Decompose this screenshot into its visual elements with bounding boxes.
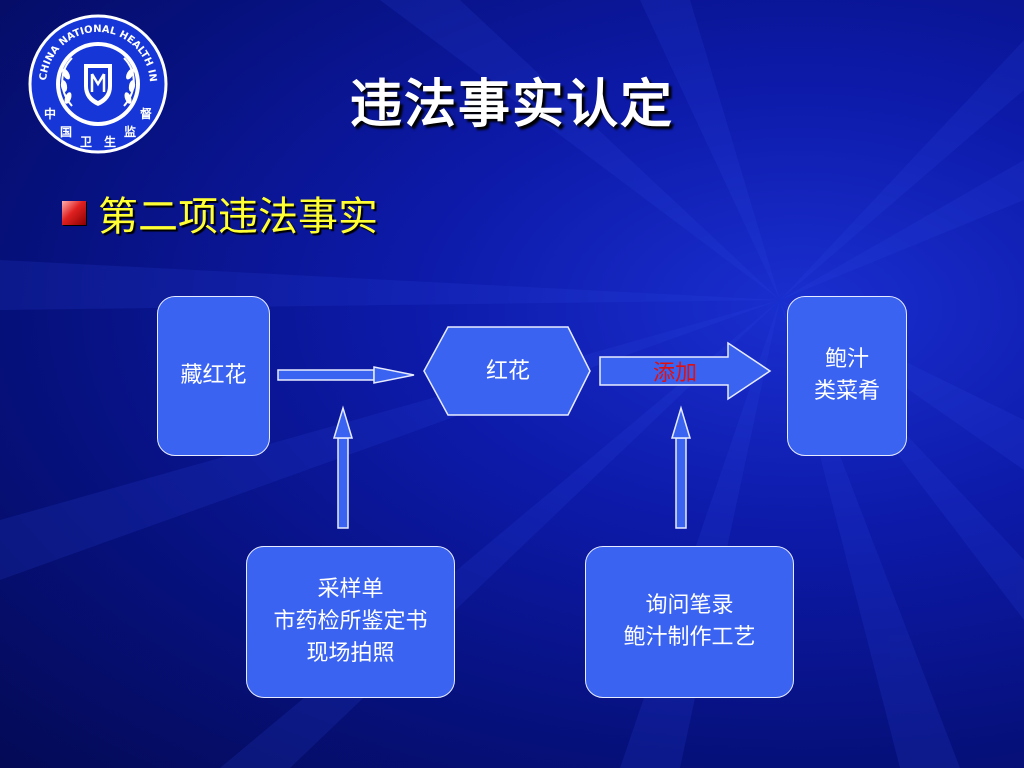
node-safflower-text: 红花 [485,359,530,384]
bullet-square-icon [62,201,86,225]
evidence-right-line: 询问笔录 [645,593,734,618]
bullet-item: 第二项违法事实 [62,188,378,240]
logo-char: 监 [124,124,136,139]
logo-char: 卫 [80,135,92,149]
bullet-text: 第二项违法事实 [98,194,378,240]
node-safflower-label: 红花 [440,340,576,404]
slide-title: 违法事实认定 [349,74,674,135]
evidence-left-line: 现场拍照 [306,641,395,666]
node-evidence-right: 询问笔录 鲍汁制作工艺 [585,546,794,698]
logo-char: 中 [44,106,56,121]
logo-char: 生 [104,134,116,149]
node-product-line: 鲍汁 [824,347,869,372]
node-saffron-text: 藏红花 [180,363,247,388]
node-product-line: 类菜肴 [813,379,880,404]
health-inspection-logo: CHINA NATIONAL HEALTH INSPECTION 中 国 卫 生… [28,14,168,154]
evidence-left-line: 市药检所鉴定书 [273,609,428,634]
evidence-left-line: 采样单 [317,577,384,602]
node-product: 鲍汁 类菜肴 [787,296,907,456]
node-saffron: 藏红花 [157,296,270,456]
node-evidence-left: 采样单 市药检所鉴定书 现场拍照 [246,546,455,698]
logo-char: 督 [140,106,152,121]
logo-char: 国 [60,125,72,139]
evidence-right-line: 鲍汁制作工艺 [623,625,756,650]
